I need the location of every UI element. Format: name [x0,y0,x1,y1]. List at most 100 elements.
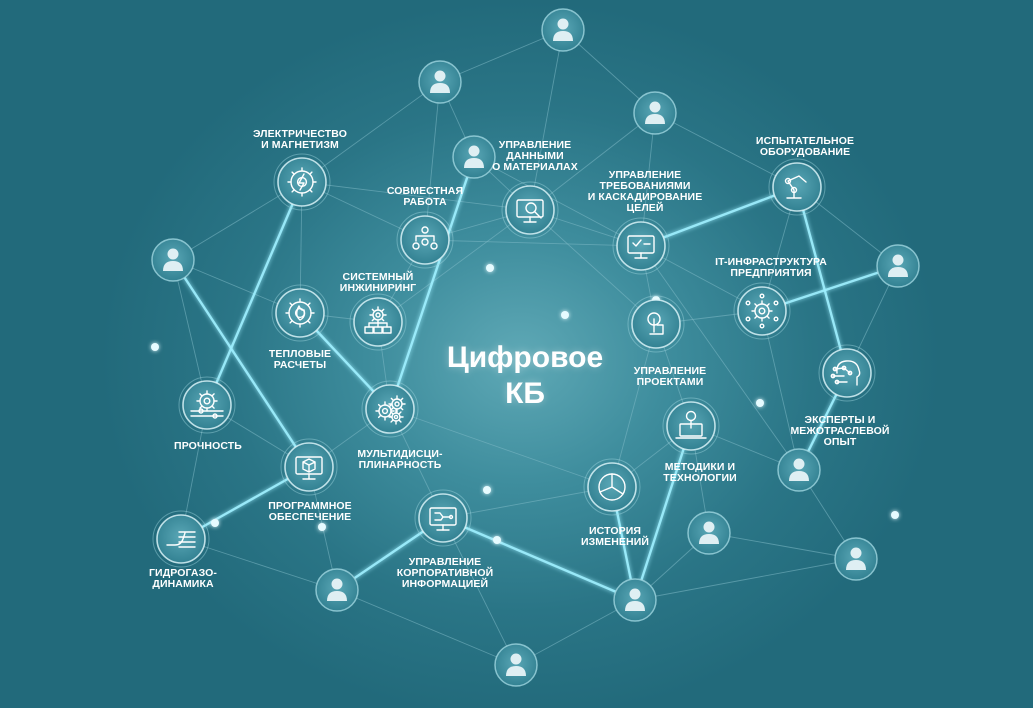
sparkle [151,343,159,351]
person-node [452,135,496,179]
connection-line [172,181,303,261]
connection-line [377,209,531,323]
person-icon [888,254,908,277]
topic-node-methods [662,397,720,455]
sparkle [318,523,326,531]
connection-line [634,558,857,601]
topic-node-strength [178,376,236,434]
sparkle [483,486,491,494]
label-test-equipment: Испытательное оборудование [755,135,855,158]
person-nodes [151,8,920,687]
checklist-monitor-icon [627,235,655,259]
hand-touch-icon [647,312,664,335]
person-icon [430,70,450,93]
connection-line [611,323,657,488]
person-node [834,537,878,581]
person-icon [846,547,866,570]
person-node [687,511,731,555]
topic-node-multidisciplinary [361,380,419,438]
head-circuit-icon [830,360,861,386]
robot-arm-icon [784,175,807,199]
diagram-title: Цифровое КБ [446,341,604,410]
highlight-connection [633,425,693,601]
label-software: Программное обеспечение [268,500,352,523]
gear-slider-icon [190,390,224,419]
connection-line [439,29,564,83]
pie-chart-icon [598,473,626,501]
person-icon [645,101,665,124]
sparkle [561,311,569,319]
topic-node-project-management [627,295,685,353]
label-project-management: Управление проектами [633,365,707,388]
person-icon [789,458,809,481]
connection-line [529,209,657,325]
network-gear-icon [745,293,779,329]
topic-node-systems-engineering [349,293,407,351]
topic-node-it-infrastructure [733,282,791,340]
connection-line [424,81,441,241]
label-history: История изменений [580,525,650,548]
sparkle [756,399,764,407]
flame-gear-icon [285,298,315,328]
connection-line [442,517,517,666]
sparkle [211,519,219,527]
connection-line [180,538,338,591]
person-node [151,238,195,282]
connection-line [529,112,656,211]
label-experts: Эксперты и межотраслевой опыт [790,414,890,448]
topic-node-history [583,458,641,516]
topic-node-electricity [273,153,331,211]
topic-node-experts [818,344,876,402]
laptop-bulb-icon [675,410,707,439]
label-corporate-info: Управление корпоративной информацией [396,556,494,590]
person-icon [327,578,347,601]
label-strength: Прочность [174,440,242,452]
monitor-magnifier-icon [516,199,544,223]
highlight-connection [205,181,304,406]
highlight-connection [442,516,636,602]
connection-line [172,259,208,406]
topic-node-data-materials [501,181,559,239]
label-it-infrastructure: IT-инфраструктура предприятия [715,256,827,279]
connection-line [301,81,441,183]
topic-node-test-equipment [768,158,826,216]
topic-node-corporate-info [414,489,472,547]
highlight-connection [795,186,849,374]
highlight-connection [640,185,798,248]
person-node [876,244,920,288]
topic-node-hydrogas [152,510,210,568]
people-flow-icon [412,226,438,250]
person-icon [553,18,573,41]
label-data-materials: Управление данными о материалах [492,139,578,173]
lightning-gear-icon [287,167,317,197]
gears-icon [375,395,406,425]
person-node [494,643,538,687]
person-node [633,91,677,135]
sparkle [486,264,494,272]
person-icon [506,653,526,676]
topic-node-collaboration [396,211,454,269]
monitor-circuit-icon [429,507,457,531]
connection-line [515,599,636,666]
topic-node-requirements [612,217,670,275]
person-node [315,568,359,612]
person-icon [625,588,645,611]
connection-line [389,408,613,488]
hierarchy-gear-icon [364,306,392,334]
person-node [541,8,585,52]
connection-line [473,156,642,247]
label-hydrogas: Гидрогазо- динамика [149,567,217,590]
connection-line [424,239,642,247]
hand-flow-icon [166,531,196,548]
sparkle [493,536,501,544]
label-multidisciplinary: Мультидисци- плинарность [357,448,443,471]
person-node [418,60,462,104]
person-icon [163,248,183,271]
connection-line [654,112,798,188]
connection-line [708,532,857,560]
highlight-connection [388,156,476,410]
highlight-connection [171,259,311,468]
label-methods: Методики и технологии [663,461,737,484]
